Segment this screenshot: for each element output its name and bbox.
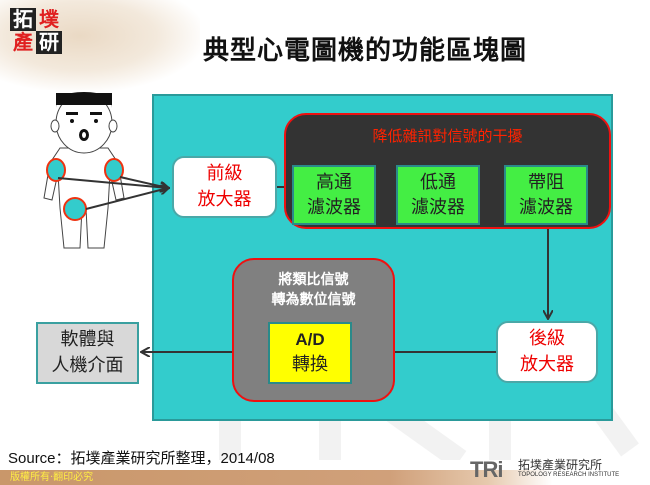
logo-char: 研 xyxy=(36,31,62,54)
post-amplifier-label-2: 放大器 xyxy=(520,354,574,375)
logo-char: 產 xyxy=(13,30,33,54)
noise-reduction-group: 降低雜訊對信號的干擾 高通 濾波器 低通 濾波器 帶阻 濾波器 xyxy=(284,113,611,229)
footer-bar xyxy=(0,470,650,485)
post-amplifier-block: 後級 放大器 xyxy=(496,321,598,383)
filter-label-1: 帶阻 xyxy=(528,172,564,193)
ad-group-title-1: 將類比信號 xyxy=(278,272,349,288)
filter-label-2: 濾波器 xyxy=(307,197,361,218)
ad-converter-block: A/D 轉換 xyxy=(268,322,352,384)
software-label-2: 人機介面 xyxy=(51,355,124,376)
band-stop-filter-block: 帶阻 濾波器 xyxy=(504,165,588,225)
ad-conversion-group: 將類比信號 轉為數位信號 A/D 轉換 xyxy=(232,258,395,402)
pre-amplifier-label-1: 前級 xyxy=(206,163,243,184)
ad-converter-label-2: 轉換 xyxy=(292,354,328,375)
pre-amplifier-label-2: 放大器 xyxy=(197,189,252,210)
post-amplifier-label-1: 後級 xyxy=(529,328,565,349)
high-pass-filter-block: 高通 濾波器 xyxy=(292,165,376,225)
logo-char: 墣 xyxy=(39,7,59,31)
tri-name-en: TOPOLOGY RESEARCH INSTITUTE xyxy=(518,472,620,478)
ad-converter-label-1: A/D xyxy=(295,330,325,349)
patient-figure-icon xyxy=(43,92,125,249)
tri-mark: TRi xyxy=(470,457,503,482)
copyright-text: 版權所有‧翻印必究 xyxy=(10,472,94,483)
logo-char: 拓 xyxy=(10,8,36,31)
tri-name-cn: 拓墣產業研究所 xyxy=(518,458,603,472)
ad-group-title: 將類比信號 轉為數位信號 xyxy=(234,270,393,310)
filter-label-2: 濾波器 xyxy=(519,197,573,218)
low-pass-filter-block: 低通 濾波器 xyxy=(396,165,480,225)
filter-label-2: 濾波器 xyxy=(411,197,465,218)
software-hmi-block: 軟體與 人機介面 xyxy=(36,322,139,384)
software-label-1: 軟體與 xyxy=(60,329,115,350)
brand-logo: 拓 墣 產 研 xyxy=(10,8,62,54)
filter-label-1: 低通 xyxy=(420,172,456,193)
source-note: Source：拓墣產業研究所整理，2014/08 xyxy=(8,450,275,467)
filter-label-1: 高通 xyxy=(316,172,352,193)
ad-group-title-2: 轉為數位信號 xyxy=(271,292,356,308)
noise-group-title: 降低雜訊對信號的干擾 xyxy=(372,127,523,145)
tri-logo: TRi 拓墣產業研究所 TOPOLOGY RESEARCH INSTITUTE xyxy=(470,455,650,485)
pre-amplifier-block: 前級 放大器 xyxy=(172,156,277,218)
page-title: 典型心電圖機的功能區塊圖 xyxy=(202,36,527,66)
